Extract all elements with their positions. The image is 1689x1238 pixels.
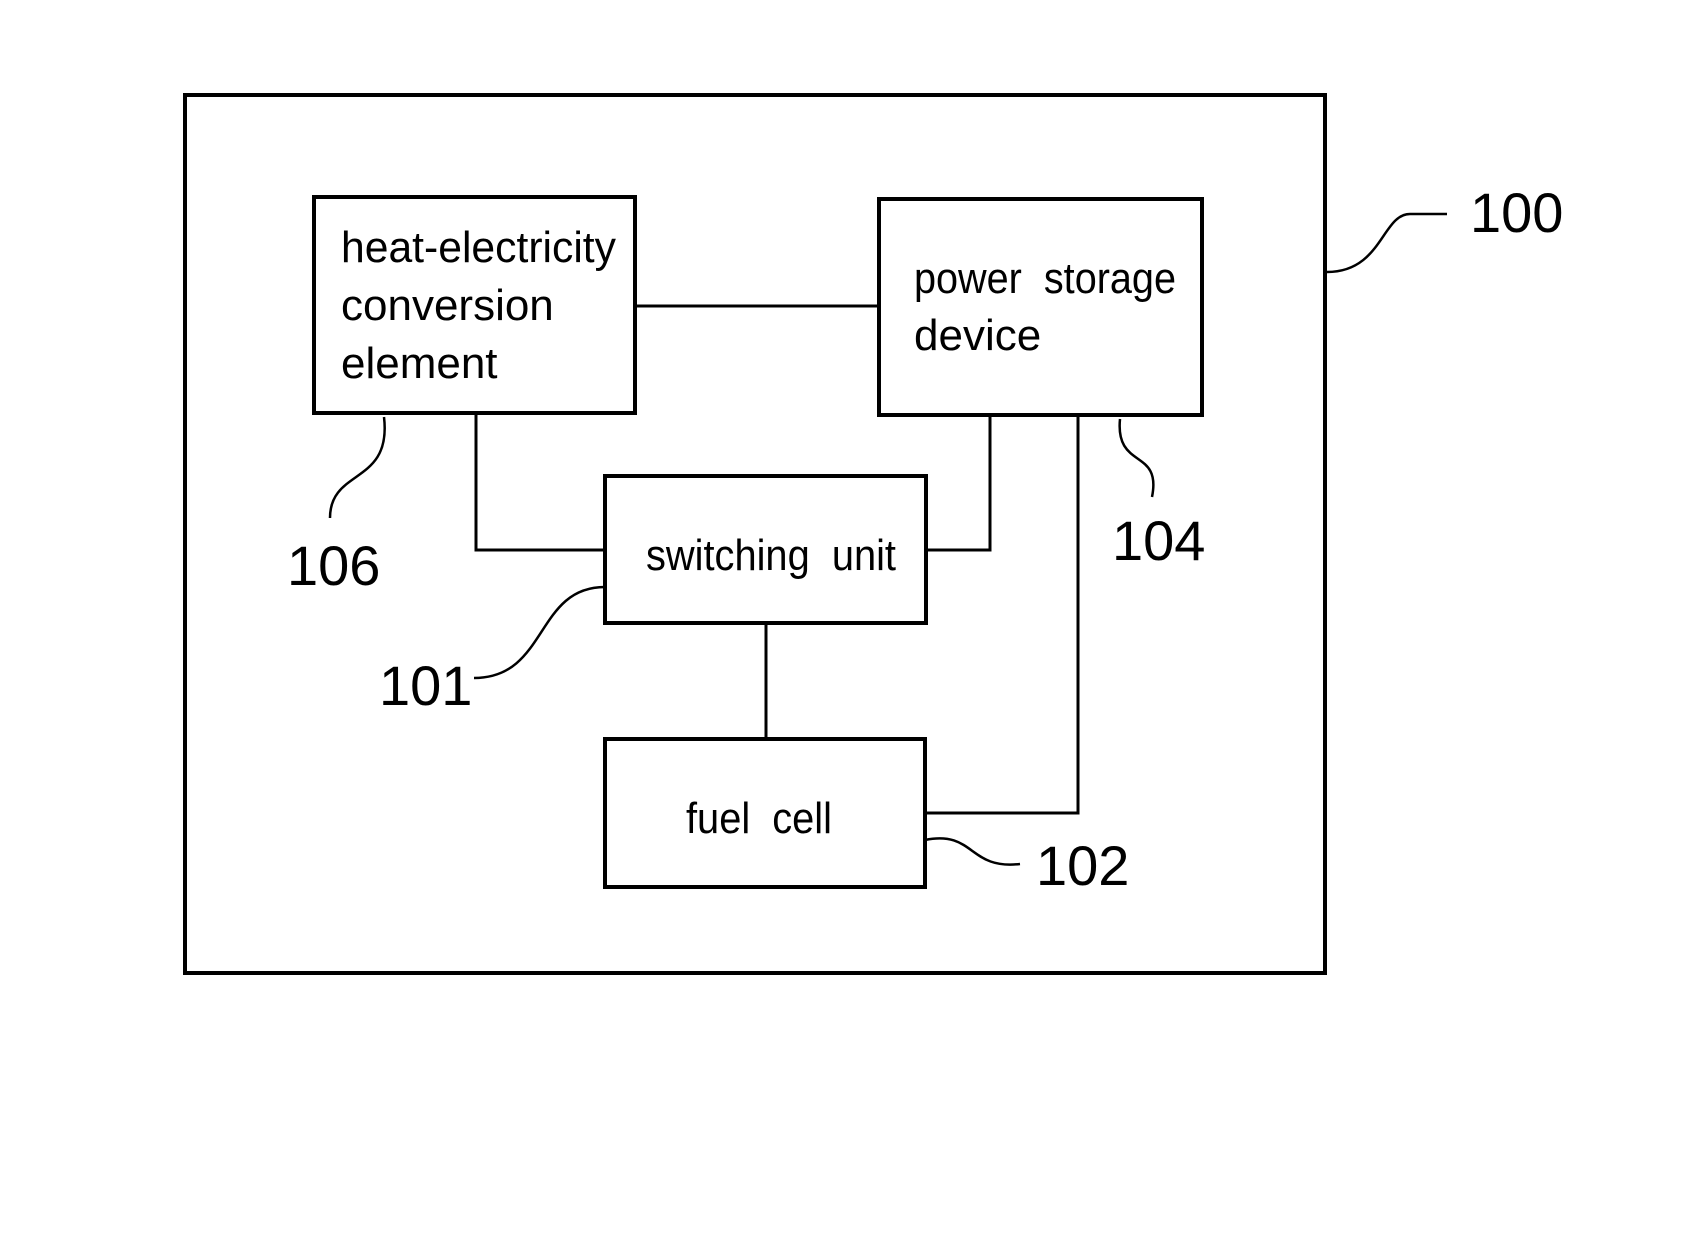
reference-numeral-102: 102	[1036, 834, 1129, 897]
leader-line-101	[474, 587, 605, 678]
heat-electricity-label-line-2: conversion	[341, 281, 554, 330]
switching-unit-label: switching unit	[646, 531, 896, 580]
leader-line-106	[330, 417, 385, 518]
reference-numeral-101: 101	[379, 654, 472, 717]
power-storage-device-block: power storage device	[879, 199, 1202, 415]
leader-line-104	[1120, 419, 1154, 497]
wire-storage-to-switching	[926, 415, 990, 550]
heat-electricity-label-line-3: element	[341, 339, 498, 388]
reference-numeral-100: 100	[1470, 181, 1563, 244]
leader-line-100	[1327, 214, 1447, 272]
heat-electricity-label-line-1: heat-electricity	[341, 223, 616, 272]
reference-numeral-106: 106	[287, 534, 380, 597]
fuel-cell-label: fuel cell	[686, 794, 832, 843]
fuel-cell-block: fuel cell	[605, 739, 925, 887]
power-storage-label-line-2: device	[914, 311, 1041, 360]
power-storage-box	[879, 199, 1202, 415]
power-storage-label-line-1: power storage	[914, 254, 1176, 303]
switching-unit-block: switching unit	[605, 476, 926, 623]
wire-heat-to-switching	[476, 413, 605, 550]
heat-electricity-conversion-element-block: heat-electricity conversion element	[314, 197, 635, 413]
wire-fuel-cell-to-storage	[925, 415, 1078, 813]
reference-numeral-104: 104	[1112, 509, 1205, 572]
leader-line-102	[925, 838, 1020, 864]
